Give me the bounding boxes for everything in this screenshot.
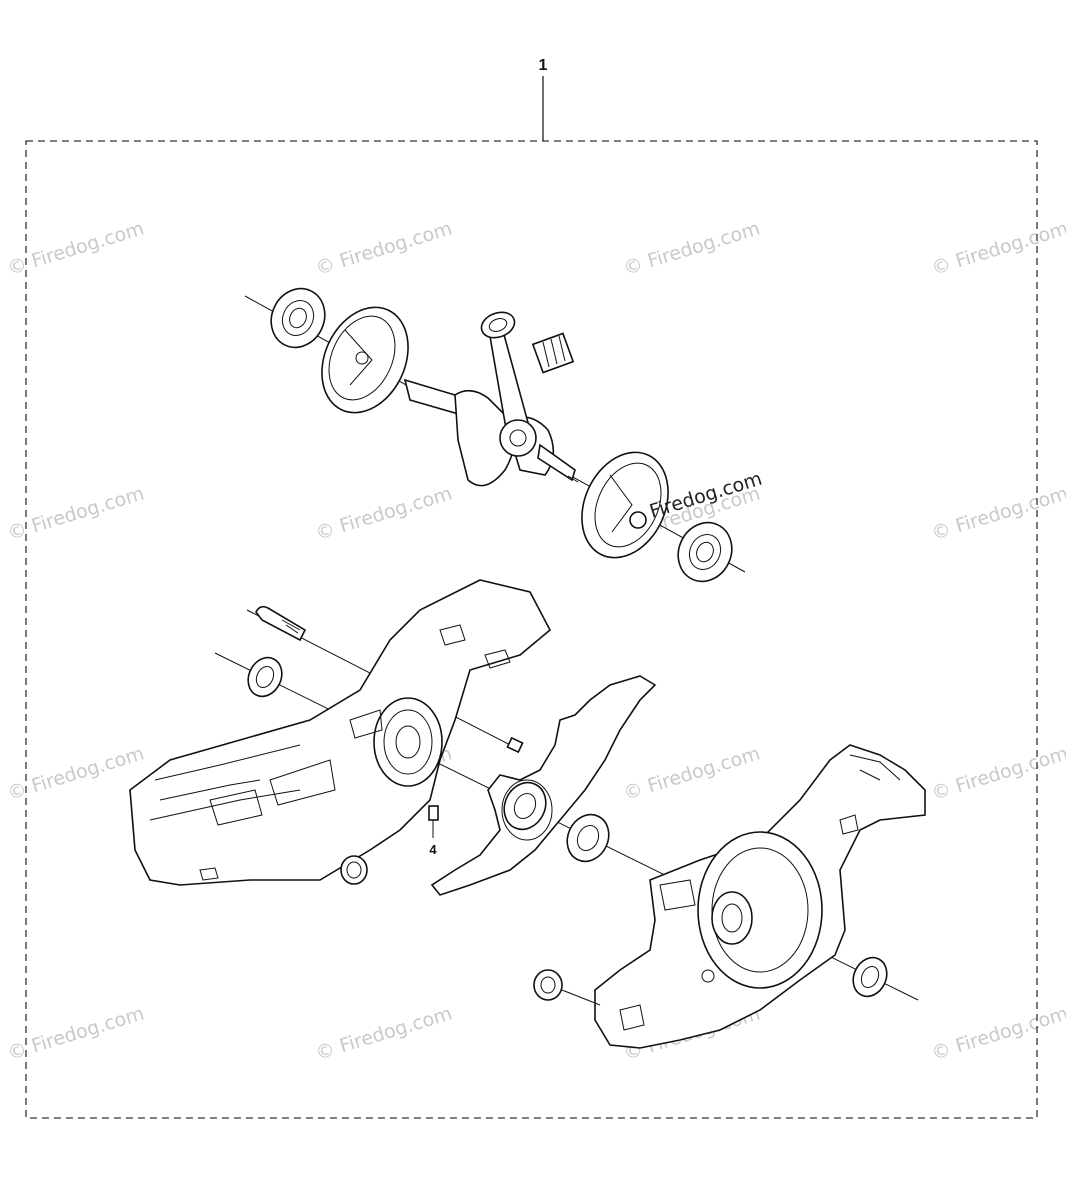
crankcase-group: 4: [129, 579, 926, 1049]
screw: [255, 605, 307, 642]
crankshaft-group: [244, 287, 746, 583]
assembly-frame: [25, 140, 1038, 1119]
needle-bearing: [531, 332, 575, 374]
seal-left: [247, 656, 283, 698]
crankshaft: [403, 378, 579, 487]
dowel-pin-upper: [506, 736, 524, 754]
dowel-pin: [428, 805, 439, 821]
crankcase-half-left: [129, 579, 552, 886]
watermark-text: © Firedog.com: [621, 217, 763, 279]
callout-4-label: 4: [429, 842, 437, 857]
callout-1-label: 1: [539, 57, 548, 74]
connecting-rod: [480, 311, 537, 457]
seal-right: [852, 956, 888, 998]
bearing-mid: [503, 781, 547, 831]
bearing-lower: [566, 813, 610, 863]
watermark-text: © Firedog.com: [929, 742, 1066, 804]
watermark-text: © Firedog.com: [929, 1002, 1066, 1064]
bearing-left: [270, 287, 326, 349]
watermark-text: © Firedog.com: [929, 482, 1066, 544]
watermark-text: © Firedog.com: [313, 482, 455, 544]
flywheel-web-left: [321, 306, 409, 414]
plug-left: [340, 855, 368, 885]
crankcase-half-right: [594, 744, 926, 1049]
plug-right: [533, 969, 601, 1006]
watermark-text: © Firedog.com: [929, 217, 1066, 279]
bearing-right: [677, 521, 733, 583]
flywheel-web-right: [581, 451, 669, 559]
watermark-text: © Firedog.com: [313, 1002, 455, 1064]
watermark-text: © Firedog.com: [621, 742, 763, 804]
watermark-text: © Firedog.com: [313, 217, 455, 279]
gasket: [430, 675, 657, 896]
